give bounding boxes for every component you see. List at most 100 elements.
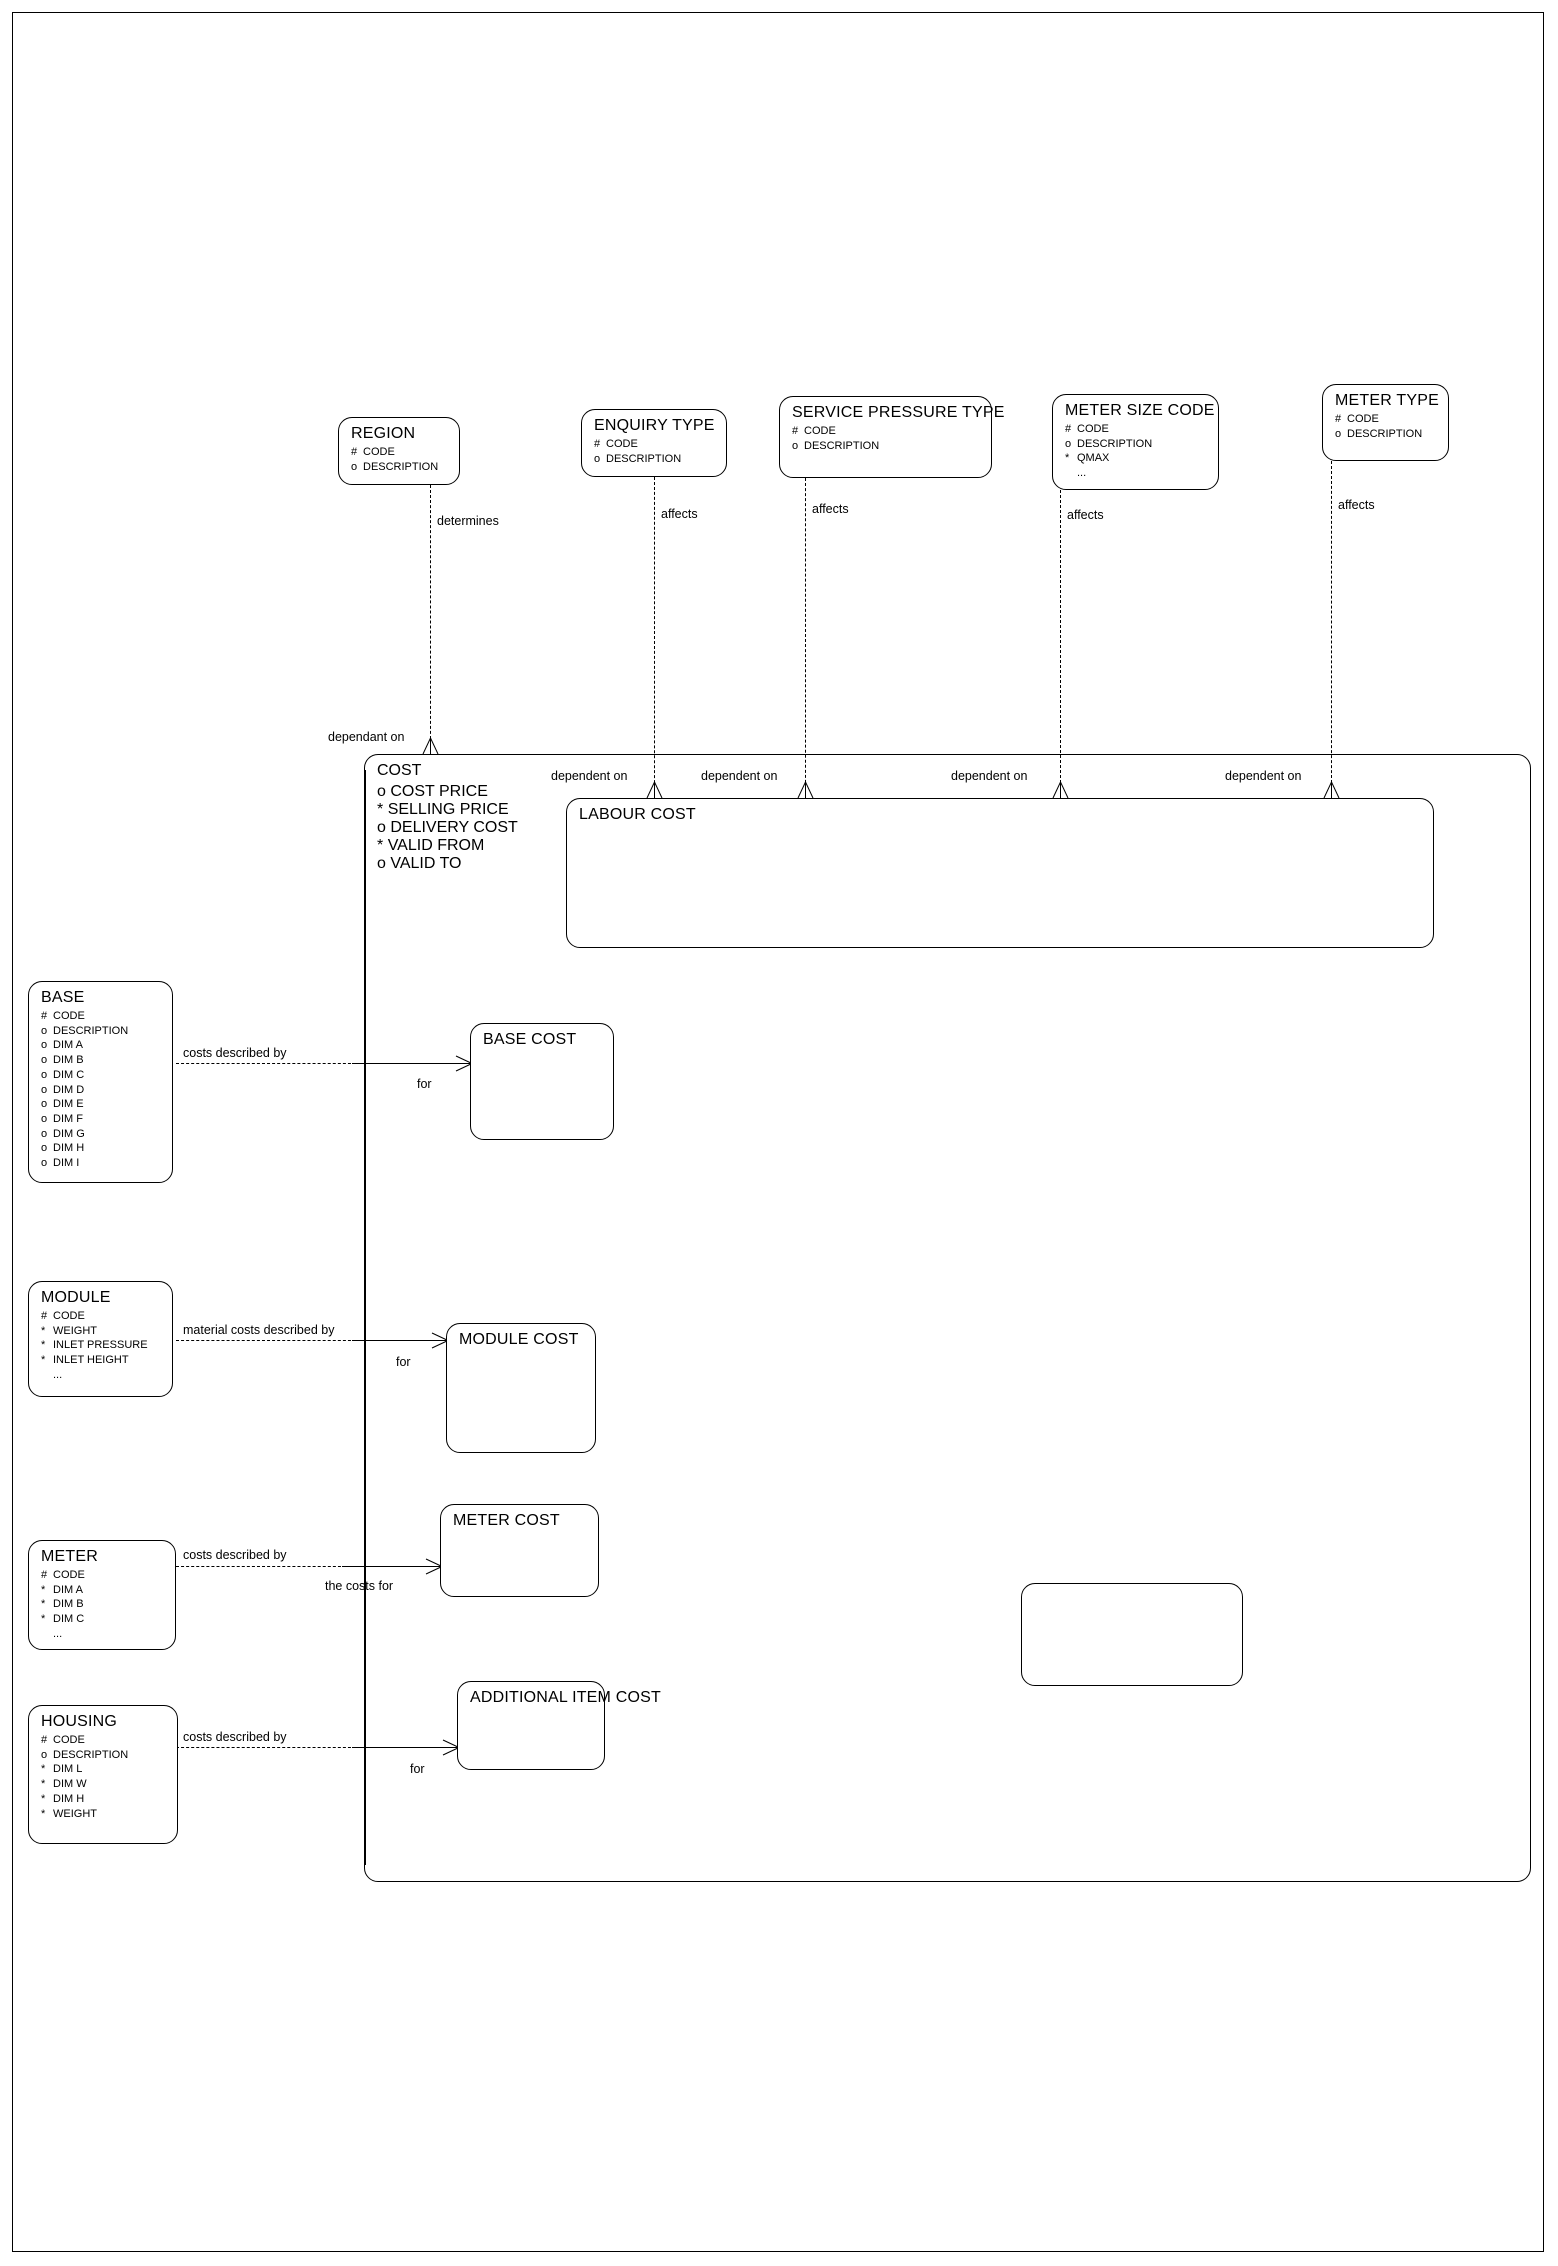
entity-module-cost-name: MODULE COST: [459, 1331, 579, 1348]
crowsfoot-service-pressure-type-labour-cost: [797, 782, 814, 799]
attribute-marker: *: [41, 1778, 46, 1791]
entity-meter-name: METER: [41, 1548, 98, 1565]
attribute-marker: o: [41, 1748, 48, 1761]
entity-service-pressure-type-name: SERVICE PRESSURE TYPE: [792, 404, 1005, 421]
attribute-name: DESCRIPTION: [53, 1024, 129, 1037]
attribute-marker: o: [41, 1068, 48, 1081]
attribute-name: ...: [1077, 467, 1087, 480]
label-dependant-on-region: dependant on: [328, 730, 405, 744]
entity-housing-cost[interactable]: ADDITIONAL ITEM COST: [457, 1681, 661, 1770]
attribute-row: # CODE: [792, 424, 981, 439]
label-module-material-costs-described-by: material costs described by: [183, 1323, 335, 1337]
attribute-name: DESCRIPTION: [1347, 427, 1423, 440]
label-housing-costs-described-by: costs described by: [183, 1730, 287, 1744]
attribute-row: #CODE: [41, 1733, 167, 1748]
entity-meter-size-code-attributes: # CODE o DESCRIPTION * QMAX ...: [1065, 422, 1208, 481]
attribute-marker: #: [41, 1734, 48, 1746]
attribute-name: ...: [53, 1627, 63, 1640]
attribute-row: *WEIGHT: [41, 1807, 167, 1822]
attribute-row: o COST PRICE: [377, 783, 518, 801]
connector-service-pressure-type-labour-cost: [805, 478, 806, 798]
entity-module[interactable]: MODULE #CODE *WEIGHT *INLET PRESSURE *IN…: [28, 1281, 173, 1397]
entity-meter-size-code[interactable]: METER SIZE CODE # CODE o DESCRIPTION * Q…: [1052, 394, 1219, 490]
label-dependent-on-meter-type: dependent on: [1225, 769, 1302, 783]
entity-region[interactable]: REGION # CODE o DESCRIPTION: [338, 417, 460, 485]
entity-base-cost-name: BASE COST: [483, 1031, 577, 1048]
attribute-name: CODE: [53, 1010, 85, 1022]
entity-meter-type-attributes: # CODE o DESCRIPTION: [1335, 412, 1438, 441]
connector-meter-size-code-labour-cost: [1060, 490, 1061, 798]
label-dependent-on-service-pressure-type: dependent on: [701, 769, 778, 783]
attribute-marker: o: [41, 1039, 48, 1052]
label-module-for: for: [396, 1355, 411, 1369]
attribute-marker: o: [41, 1054, 48, 1067]
attribute-row: o DESCRIPTION: [1065, 437, 1208, 452]
attribute-row: # CODE: [351, 445, 449, 460]
attribute-name: DIM G: [53, 1127, 85, 1140]
attribute-marker: #: [351, 446, 358, 458]
entity-labour-cost[interactable]: LABOUR COST: [566, 798, 1434, 948]
attribute-marker: #: [1065, 423, 1072, 435]
crowsfoot-meter-type-labour-cost: [1323, 782, 1340, 799]
attribute-marker: o: [41, 1157, 48, 1170]
entity-service-pressure-type[interactable]: SERVICE PRESSURE TYPE # CODE o DESCRIPTI…: [779, 396, 1005, 478]
entity-housing-name: HOUSING: [41, 1713, 118, 1730]
attribute-name: CODE: [53, 1310, 85, 1322]
attribute-marker: [41, 1368, 53, 1383]
connector-meter-solid: [342, 1566, 436, 1567]
entity-additional-item-cost[interactable]: [1021, 1583, 1243, 1686]
entity-meter[interactable]: METER #CODE *DIM A *DIM B *DIM C ...: [28, 1540, 176, 1650]
entity-base-cost[interactable]: BASE COST: [470, 1023, 614, 1140]
label-affects-enquiry-type: affects: [661, 507, 698, 521]
attribute-row: *WEIGHT: [41, 1324, 162, 1339]
attribute-name: DIM H: [53, 1792, 85, 1805]
attribute-marker: *: [41, 1613, 46, 1626]
attribute-name: DIM B: [53, 1054, 84, 1067]
attribute-row: #CODE: [41, 1309, 162, 1324]
label-meter-the-costs-for: the costs for: [325, 1579, 394, 1593]
entity-meter-cost-name: METER COST: [453, 1512, 560, 1529]
label-dependent-on-enquiry-type: dependent on: [551, 769, 628, 783]
attribute-marker: *: [41, 1583, 46, 1596]
entity-housing-cost-name: ADDITIONAL ITEM COST: [470, 1689, 661, 1706]
attribute-name: CODE: [1347, 413, 1379, 425]
attribute-marker: o: [1335, 427, 1342, 440]
attribute-name: CODE: [53, 1569, 85, 1581]
entity-meter-type[interactable]: METER TYPE # CODE o DESCRIPTION: [1322, 384, 1449, 461]
attribute-marker: *: [41, 1324, 46, 1337]
connector-meter-type-labour-cost: [1331, 461, 1332, 798]
attribute-name: DELIVERY COST: [390, 819, 518, 836]
entity-module-cost[interactable]: MODULE COST: [446, 1323, 596, 1453]
label-base-for: for: [417, 1077, 432, 1091]
entity-meter-cost[interactable]: METER COST: [440, 1504, 599, 1597]
connector-base-dashed: [176, 1063, 356, 1064]
attribute-marker: o: [41, 1083, 48, 1096]
attribute-name: DIM F: [53, 1112, 83, 1125]
attribute-row: * VALID FROM: [377, 837, 518, 855]
attribute-marker: o: [377, 855, 386, 872]
attribute-marker: *: [377, 837, 384, 854]
label-meter-costs-described-by: costs described by: [183, 1548, 287, 1562]
attribute-marker: o: [41, 1024, 48, 1037]
attribute-row: o DIM B: [41, 1053, 162, 1068]
attribute-row: o DELIVERY COST: [377, 819, 518, 837]
page-border: [12, 12, 1544, 2252]
entity-cost-name: COST: [377, 762, 422, 779]
attribute-row: * QMAX: [1065, 451, 1208, 466]
attribute-name: DIM D: [53, 1083, 85, 1096]
entity-enquiry-type[interactable]: ENQUIRY TYPE # CODE o DESCRIPTION: [581, 409, 727, 477]
attribute-row: #CODE: [41, 1009, 162, 1024]
entity-region-attributes: # CODE o DESCRIPTION: [351, 445, 449, 474]
connector-module-solid: [352, 1340, 442, 1341]
label-dependent-on-meter-size-code: dependent on: [951, 769, 1028, 783]
entity-enquiry-type-attributes: # CODE o DESCRIPTION: [594, 437, 716, 466]
entity-module-attributes: #CODE *WEIGHT *INLET PRESSURE *INLET HEI…: [41, 1309, 162, 1383]
